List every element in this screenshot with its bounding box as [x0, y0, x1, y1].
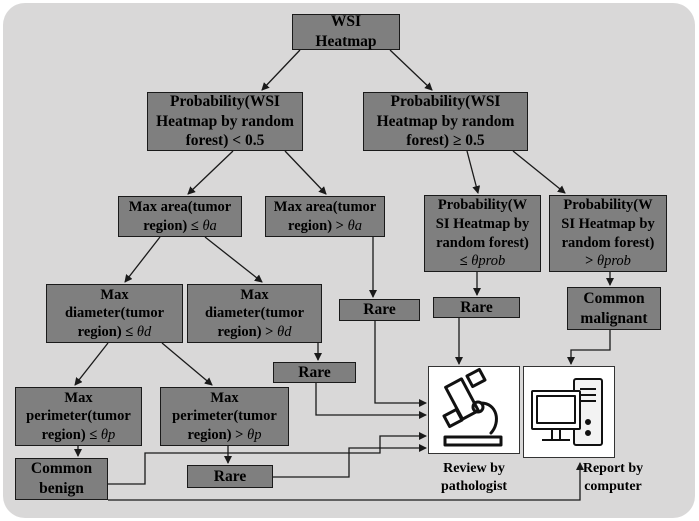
- node-probability-le-line1: Probability(W: [437, 197, 528, 214]
- computer-caption-line1: Report by: [582, 461, 644, 476]
- node-common-malignant-line1: Common: [583, 289, 645, 307]
- node-probability-high-line3: forest) ≥ 0.5: [406, 132, 485, 150]
- node-probability-high-line2: Heatmap by random: [376, 112, 515, 130]
- edge-malignant-to-computer: [567, 330, 611, 365]
- node-wsi-heatmap-line2: Heatmap: [315, 33, 377, 50]
- node-rare-perimeter: Rare: [187, 465, 273, 488]
- node-max-diameter-le-line3: region) ≤ θd: [77, 323, 152, 340]
- edge-area-le-to-diam-gt: [204, 236, 263, 283]
- microscope-icon: [442, 367, 503, 447]
- node-rare-area: Rare: [339, 299, 420, 321]
- edge-prob-high-to-prob-le: [466, 150, 481, 194]
- node-max-diameter-le-line1: Max: [100, 286, 129, 303]
- node-wsi-heatmap-line1: WSI: [330, 13, 362, 31]
- node-common-malignant: Common malignant: [567, 287, 661, 330]
- computer-caption-line2: computer: [584, 479, 642, 495]
- theta-symbol: θp: [100, 426, 116, 443]
- node-probability-le-line2: SI Heatmap by: [435, 215, 530, 232]
- edge-benign-to-pathologist: [108, 432, 427, 485]
- node-probability-low: Probability(WSI Heatmap by random forest) …: [147, 92, 303, 151]
- edge-prob-low-to-area-gt: [284, 150, 327, 195]
- computer-caption: Report by computer: [563, 460, 663, 496]
- node-max-perimeter-le-line1: Max: [64, 389, 93, 406]
- pathologist-caption-line1: Review by: [443, 461, 505, 476]
- pathologist-caption-line2: pathologist: [440, 479, 508, 495]
- theta-symbol: θa: [347, 217, 362, 234]
- theta-symbol: θa: [202, 217, 217, 234]
- node-max-diameter-gt-line3: region) > θd: [217, 323, 292, 340]
- node-max-area-gt-line1: Max area(tumor: [273, 198, 377, 215]
- node-max-area-gt: Max area(tumor region) > θa: [265, 196, 385, 237]
- node-max-area-le-line2: region) ≤ θa: [143, 217, 217, 234]
- node-probability-le-line3: random forest): [436, 234, 529, 251]
- node-max-perimeter-le-line3: region) ≤ θp: [41, 426, 116, 443]
- computer-report-box: [523, 366, 615, 458]
- node-rare-probability: Rare: [433, 297, 520, 318]
- node-probability-le-line4: ≤ θprob: [459, 253, 506, 270]
- desktop-computer-icon: [531, 378, 603, 446]
- node-common-benign-line2: benign: [39, 480, 84, 497]
- node-probability-low-line2: Heatmap by random: [156, 112, 294, 130]
- edge-benign-to-computer: [108, 462, 584, 501]
- node-probability-gt-line3: random forest): [561, 234, 655, 251]
- node-max-area-gt-line2: region) > θa: [288, 217, 362, 234]
- theta-symbol: θprob: [596, 253, 631, 270]
- edge-rare-perim-to-pathologist: [273, 444, 427, 478]
- edge-prob-high-to-prob-gt: [512, 150, 566, 194]
- node-probability-low-line3: forest) < 0.5: [185, 132, 265, 150]
- node-probability-low-line1: Probability(WSI: [170, 92, 280, 110]
- node-common-malignant-line2: malignant: [580, 309, 648, 327]
- edge-area-le-to-diam-le: [124, 236, 161, 283]
- node-max-area-le: Max area(tumor region) ≤ θa: [118, 196, 242, 237]
- node-max-area-le-line1: Max area(tumor: [128, 198, 232, 215]
- node-max-diameter-le-line2: diameter(tumor: [64, 305, 165, 322]
- node-common-benign-line1: Common: [30, 460, 93, 478]
- node-probability-high: Probability(WSI Heatmap by random forest) …: [363, 92, 528, 151]
- node-max-diameter-gt-line1: Max: [240, 286, 269, 303]
- theta-symbol: θd: [136, 323, 152, 340]
- edge-diam-le-to-perim-gt: [161, 342, 213, 386]
- node-rare-perimeter-label: Rare: [213, 467, 247, 485]
- node-rare-diameter: Rare: [273, 362, 356, 383]
- node-probability-gt-line2: SI Heatmap by: [561, 215, 655, 232]
- node-probability-high-line1: Probability(WSI: [390, 92, 501, 110]
- pathologist-caption: Review by pathologist: [418, 460, 530, 496]
- node-max-perimeter-gt-line1: Max: [210, 389, 239, 406]
- node-max-perimeter-gt-line2: perimeter(tumor: [172, 408, 277, 425]
- edge-prob-low-to-area-le: [187, 150, 234, 195]
- edge-diam-le-to-perim-le: [74, 342, 109, 386]
- node-rare-area-label: Rare: [363, 301, 396, 319]
- node-probability-gt-line4: > θprob: [585, 253, 631, 270]
- node-wsi-heatmap: WSI Heatmap: [292, 13, 400, 50]
- edge-root-to-prob-high: [389, 49, 433, 91]
- theta-symbol: θp: [247, 426, 262, 443]
- node-rare-probability-label: Rare: [460, 298, 493, 316]
- edge-rare-area-to-pathologist: [374, 321, 427, 407]
- node-max-perimeter-gt-line3: region) > θp: [187, 426, 262, 443]
- pathologist-review-box: [428, 366, 520, 454]
- edge-rare-diam-to-pathologist: [315, 383, 427, 419]
- edge-root-to-prob-low: [261, 49, 301, 91]
- node-rare-diameter-label: Rare: [298, 363, 331, 381]
- theta-symbol: θd: [277, 323, 292, 340]
- theta-symbol: θprob: [471, 253, 506, 270]
- node-max-diameter-gt-line2: diameter(tumor: [204, 305, 305, 322]
- node-max-perimeter-le-line2: perimeter(tumor: [26, 408, 131, 425]
- node-probability-gt-line1: Probability(W: [563, 197, 653, 214]
- node-common-benign: Common benign: [15, 458, 108, 500]
